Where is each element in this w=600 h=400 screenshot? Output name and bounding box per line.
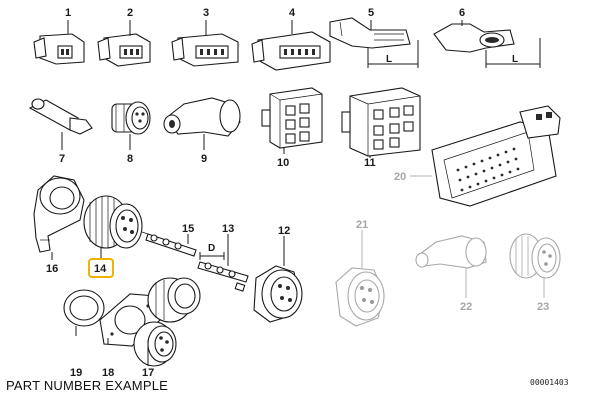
dimension-l-5: L bbox=[367, 40, 419, 68]
part-11-block-connector[interactable] bbox=[341, 87, 421, 157]
dimension-l-6: L bbox=[485, 38, 541, 68]
image-code: 00001403 bbox=[530, 378, 569, 387]
callout-18[interactable]: 18 bbox=[102, 367, 114, 379]
callout-17[interactable]: 17 bbox=[142, 367, 154, 379]
callout-16[interactable]: 16 bbox=[46, 263, 58, 275]
part-9-angled-boot[interactable] bbox=[163, 97, 241, 137]
callout-14[interactable]: 14 bbox=[94, 263, 107, 275]
callout-9[interactable]: 9 bbox=[201, 153, 207, 165]
part-15-terminals[interactable] bbox=[141, 231, 197, 257]
part-20-pins bbox=[456, 147, 520, 192]
part-7-pin[interactable] bbox=[28, 98, 93, 135]
callout-7[interactable]: 7 bbox=[59, 153, 65, 165]
callout-23[interactable]: 23 bbox=[537, 301, 549, 313]
callout-20[interactable]: 20 bbox=[394, 171, 406, 183]
part-19-ring[interactable] bbox=[63, 289, 105, 327]
part-13-terminals[interactable] bbox=[197, 261, 249, 292]
part-22-angled-boot[interactable] bbox=[415, 235, 487, 269]
dimension-d-label: D bbox=[208, 243, 215, 254]
callout-3[interactable]: 3 bbox=[203, 7, 209, 19]
callout-11[interactable]: 11 bbox=[364, 157, 376, 169]
callout-21[interactable]: 21 bbox=[356, 219, 368, 231]
part-6-boot[interactable] bbox=[433, 23, 515, 53]
part-1-connector[interactable] bbox=[33, 33, 85, 65]
part-23-round-connector[interactable] bbox=[509, 233, 561, 279]
callout-22[interactable]: 22 bbox=[460, 301, 472, 313]
part-3-connector[interactable] bbox=[171, 33, 239, 67]
part-21-connector[interactable] bbox=[335, 267, 385, 327]
callout-14-highlight bbox=[88, 258, 114, 278]
part-4-connector[interactable] bbox=[251, 31, 331, 71]
callout-15[interactable]: 15 bbox=[182, 223, 194, 235]
callout-2[interactable]: 2 bbox=[127, 7, 133, 19]
part-10-block-connector[interactable] bbox=[261, 87, 323, 149]
callout-13[interactable]: 13 bbox=[222, 223, 234, 235]
callout-4[interactable]: 4 bbox=[289, 7, 296, 19]
dimension-l-label-6: L bbox=[512, 54, 518, 65]
part-14-round-connector[interactable] bbox=[83, 195, 143, 249]
callout-6[interactable]: 6 bbox=[459, 7, 465, 19]
dimension-d: D bbox=[199, 243, 225, 260]
callout-8[interactable]: 8 bbox=[127, 153, 133, 165]
callout-1[interactable]: 1 bbox=[65, 7, 71, 19]
leader-lines bbox=[51, 20, 545, 366]
callout-12[interactable]: 12 bbox=[278, 225, 290, 237]
part-17-connector-assembly[interactable] bbox=[133, 277, 201, 367]
part-5-boot[interactable] bbox=[329, 17, 411, 49]
callout-5[interactable]: 5 bbox=[368, 7, 374, 19]
part-16-boot[interactable] bbox=[33, 175, 85, 253]
part-12-panel-connector[interactable] bbox=[253, 265, 303, 323]
dimension-l-label-5: L bbox=[386, 54, 392, 65]
caption: PART NUMBER EXAMPLE bbox=[6, 378, 169, 393]
part-20-multipin-connector[interactable] bbox=[431, 105, 561, 207]
part-2-connector[interactable] bbox=[97, 33, 151, 67]
callout-10[interactable]: 10 bbox=[277, 157, 289, 169]
part-8-round-connector[interactable] bbox=[111, 101, 151, 135]
callout-19[interactable]: 19 bbox=[70, 367, 82, 379]
callout-labels: 1 2 3 4 5 6 7 8 9 10 11 12 13 14 15 16 1… bbox=[46, 7, 549, 379]
